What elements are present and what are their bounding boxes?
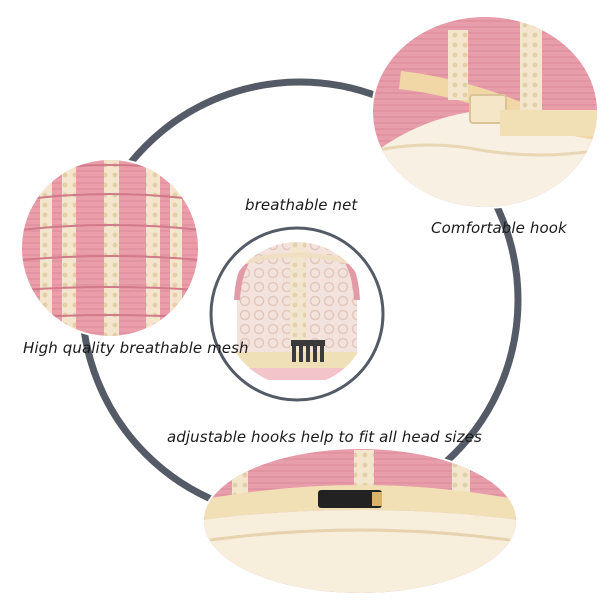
caption-breathable-mesh: High quality breathable mesh bbox=[23, 339, 249, 357]
mesh-closeup bbox=[20, 158, 200, 338]
hook-closeup bbox=[371, 15, 599, 209]
caption-comfortable-hook: Comfortable hook bbox=[431, 219, 567, 237]
caption-adjustable-hooks: adjustable hooks help to fit all head si… bbox=[167, 428, 482, 446]
caption-breathable-net: breathable net bbox=[245, 196, 358, 214]
net-cap-closeup bbox=[225, 242, 369, 386]
comb-clip bbox=[291, 340, 325, 362]
adjustable-band-closeup bbox=[202, 447, 518, 595]
